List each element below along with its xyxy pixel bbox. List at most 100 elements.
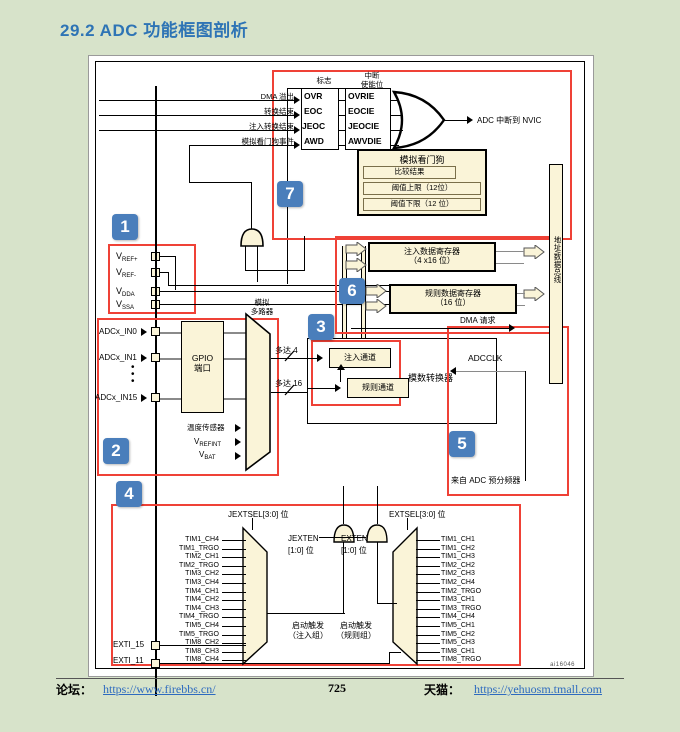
reg-mux-to-and [377, 603, 397, 604]
adcclk-line-h [456, 371, 526, 373]
left-trunk-line [155, 86, 157, 696]
trigger-source-label: TIM5_CH4 [185, 622, 219, 629]
regular-reg-line2: （16 位） [435, 298, 471, 308]
interrupt-enable-column-header: 中断使能位 [360, 71, 384, 89]
trigger-source-label: TIM3_CH2 [185, 570, 219, 578]
jexten-label-1: JEXTEN [288, 534, 319, 543]
line-inj-reg-link [340, 368, 341, 382]
adcclk-label: ADCCLK [468, 353, 503, 363]
gpio-label-line1: GPIO [191, 353, 214, 363]
trigger-source-line [222, 608, 246, 610]
connector-ovr [339, 100, 345, 101]
pin-label-vdda: VDDA [116, 286, 135, 298]
inj-and-out-up [343, 486, 344, 524]
hollow-arrow-bus-2 [523, 287, 545, 301]
reg-reg-to-bus [517, 293, 525, 294]
flag-ovr: OVR [304, 91, 323, 101]
trigger-source-label: TIM3_TRGO [441, 604, 482, 612]
dma-request-line [351, 328, 511, 329]
trigger-source-line [416, 540, 440, 541]
trigger-source-label: TIM3_CH1 [441, 596, 475, 604]
trigger-source-label: TIM3_CH4 [185, 579, 219, 586]
trigger-source-line [416, 643, 440, 645]
section-1-outline [108, 244, 196, 314]
injected-trigger-mux-shape [242, 526, 268, 666]
line-injected-in [307, 358, 319, 359]
arrow-dma-overflow [294, 96, 300, 104]
inj-reg-to-bus [496, 251, 524, 252]
section-2-outline [97, 318, 279, 476]
jextsel-sel-line [252, 518, 253, 530]
in15-to-gpio [160, 398, 182, 400]
trigger-source-label: TIM8_CH4 [185, 656, 219, 664]
diagram-canvas: 7 标志 中断使能位 OVR EOC JEOC AWD OVRIE EOCIE … [89, 56, 593, 696]
trigger-source-label: TIM2_CH1 [185, 553, 219, 561]
badge-4: 4 [116, 481, 142, 507]
vssa-bus [160, 304, 398, 305]
hollow-arrow-inj-2 [345, 258, 367, 272]
gpio-out15 [224, 398, 246, 400]
diagram-border [95, 61, 585, 669]
and-gate-regular-icon [366, 524, 388, 543]
vbat-label: VBAT [199, 450, 216, 461]
or-in-3 [391, 130, 403, 131]
trigger-source-line [416, 583, 440, 584]
badge-7: 7 [277, 181, 303, 207]
regular-channel-box: 规则通道 [347, 378, 409, 398]
vdda-bus [160, 291, 398, 292]
extsel-sel-line [407, 518, 408, 530]
arrow-in0 [141, 328, 147, 336]
arrow-adcclk [450, 367, 456, 375]
input-label-in0: ADCx_IN0 [99, 327, 137, 336]
trigger-source-label: TIM2_CH3 [441, 570, 475, 578]
and-gate-watchdog-icon [240, 228, 264, 247]
address-data-bus-label: 地址/数据总线 [553, 236, 562, 284]
wd-and-src-v [304, 236, 305, 271]
forum-label: 论坛： [56, 683, 93, 697]
pin-label-vrefp: VREF+ [116, 251, 138, 263]
line-jeoc [99, 130, 295, 131]
trigger-source-line [416, 626, 440, 627]
pin-pad-exti11 [151, 659, 160, 668]
section-3-outline [311, 340, 401, 406]
trigger-source-line [222, 591, 246, 593]
reg-and-in-down [377, 542, 378, 604]
or-out-line [443, 120, 469, 121]
trigger-source-line [222, 548, 246, 550]
trigger-source-label: TIM5_CH2 [441, 630, 475, 638]
flag-jeoc: JEOC [302, 121, 326, 131]
regular-trigger-mux-shape [392, 526, 418, 666]
jextsel-bits-label: JEXTSEL[3:0] 位 [228, 510, 289, 519]
trigger-source-label: TIM8_TRGO [441, 656, 482, 664]
forum-link[interactable]: https://www.firebbs.cn/ [103, 682, 216, 696]
connector-eoc [339, 115, 345, 116]
trigger-source-line [222, 600, 246, 602]
trigger-source-line [416, 660, 440, 662]
arrow-in15 [141, 394, 147, 402]
trigger-source-line [222, 651, 246, 653]
jexten-to-and [319, 537, 333, 538]
vrefn-line-v [168, 272, 169, 286]
exti11-label: EXTI_11 [113, 656, 144, 665]
inj-and-in-down [343, 542, 344, 614]
gpio-port-block: GPIO 端口 [181, 321, 224, 413]
trigger-source-line [416, 591, 440, 593]
trigger-source-line [416, 617, 440, 619]
trigger-source-label: TIM1_TRGO [178, 544, 219, 552]
trigger-source-line [222, 617, 246, 619]
trigger-source-line [222, 557, 246, 559]
trigger-source-line [222, 643, 246, 645]
interrupt-enable-register-box [345, 88, 391, 150]
trigger-source-label: TIM1_CH2 [441, 544, 475, 552]
pin-label-vrefn: VREF- [116, 267, 137, 279]
arrow-nvic [467, 116, 473, 124]
trigger-source-line [222, 634, 246, 636]
reg-reg-to-bus-2 [517, 305, 525, 306]
badge-6: 6 [339, 278, 365, 304]
or-in-4 [391, 145, 399, 146]
extsel-bits-label: EXTSEL[3:0] 位 [389, 510, 446, 519]
slash-16-icon [284, 384, 295, 396]
analog-mux-shape [245, 312, 271, 472]
tmall-link[interactable]: https://yehuosm.tmall.com [474, 682, 602, 696]
trigger-source-line [416, 548, 440, 550]
